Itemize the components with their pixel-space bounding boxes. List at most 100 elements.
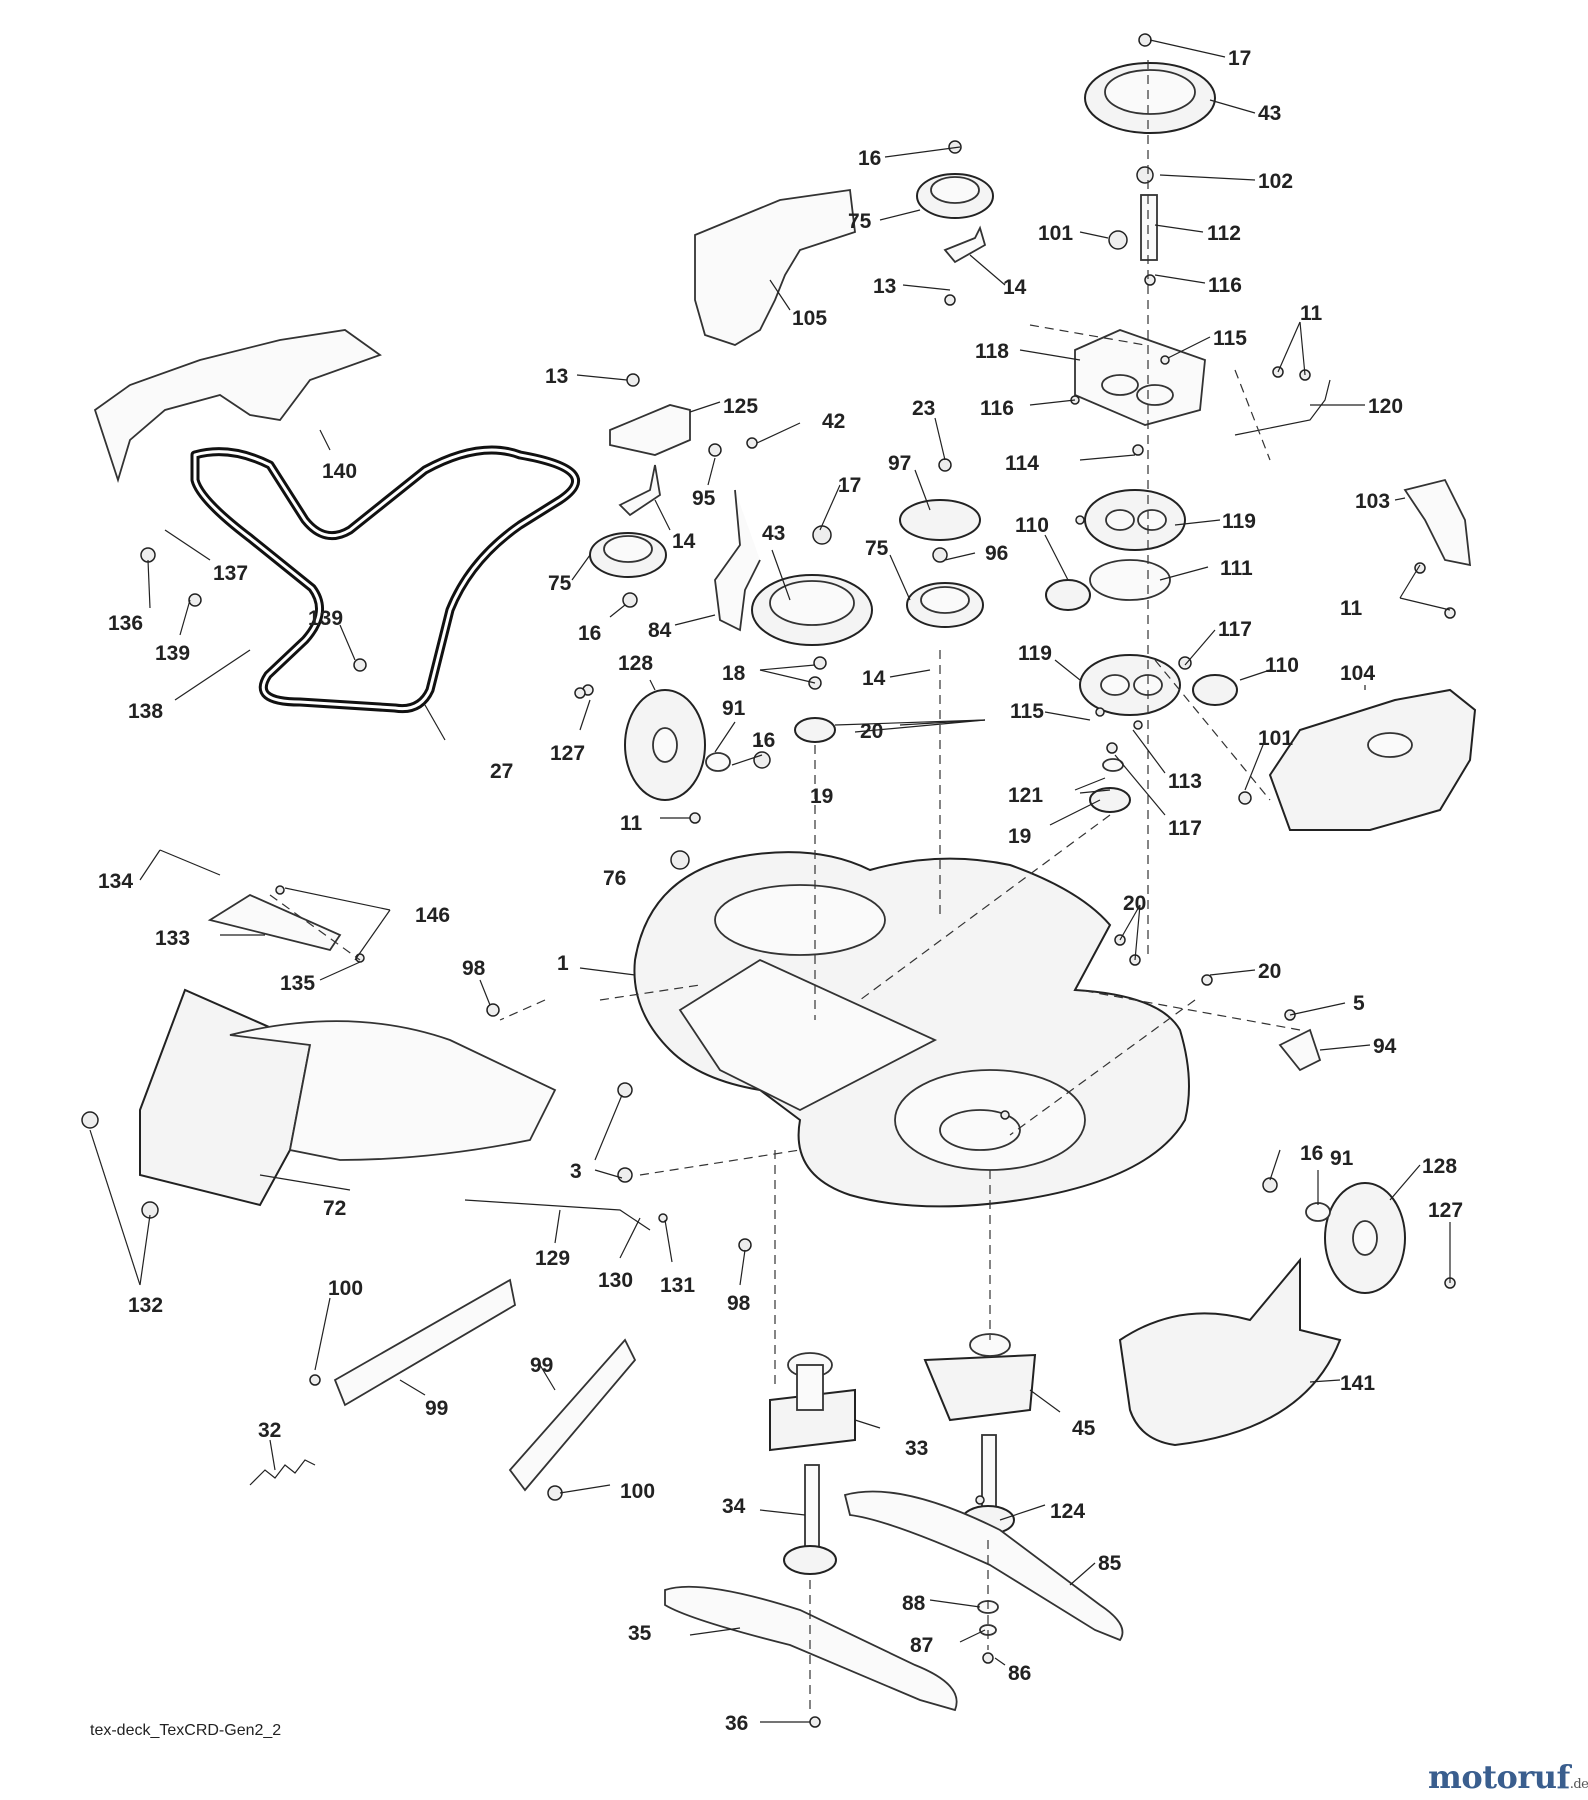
belt-cover-140 [93, 329, 382, 484]
bearing-19-left [794, 717, 836, 743]
callout-120: 120 [1368, 395, 1403, 418]
cover-103 [1403, 478, 1472, 567]
callout-128a: 128 [618, 652, 653, 675]
callout-121: 121 [1008, 784, 1043, 807]
callout-99b: 99 [530, 1354, 553, 1377]
callout-14a: 14 [1003, 276, 1027, 299]
callout-100b: 100 [620, 1480, 655, 1503]
arm-99-upper [333, 1278, 517, 1407]
callout-104: 104 [1340, 662, 1375, 685]
gearbox-plate-118 [1074, 329, 1206, 426]
callout-20c: 20 [1258, 960, 1281, 983]
callout-146: 146 [415, 904, 450, 927]
callout-103: 103 [1355, 490, 1390, 513]
callout-13a: 13 [873, 275, 896, 298]
spindle-45 [923, 1353, 1037, 1422]
gear-119-lower [1079, 654, 1181, 716]
callout-113: 113 [1168, 770, 1202, 793]
callout-117b: 117 [1168, 817, 1202, 840]
blade-35 [664, 1585, 958, 1712]
callout-136: 136 [108, 612, 143, 635]
callout-116b: 116 [980, 397, 1014, 420]
gear-119-upper [1084, 489, 1186, 551]
brand-name: motoruf [1428, 1758, 1570, 1796]
callout-3: 3 [570, 1160, 582, 1183]
idler-97 [899, 499, 981, 541]
gasket-111 [1089, 559, 1171, 601]
callout-85: 85 [1098, 1552, 1122, 1575]
spring-32 [249, 1459, 316, 1486]
callout-16d: 16 [1300, 1142, 1323, 1165]
callout-16c: 16 [752, 729, 775, 752]
callout-127a: 127 [550, 742, 585, 765]
washer-91-right [1305, 1202, 1331, 1222]
callout-17b: 17 [838, 474, 861, 497]
callout-98b: 98 [727, 1292, 751, 1315]
callout-18: 18 [722, 662, 746, 685]
callout-43b: 43 [762, 522, 785, 545]
callout-35: 35 [628, 1622, 652, 1645]
callout-129: 129 [535, 1247, 570, 1270]
assembly-lines [269, 60, 1301, 1710]
callout-14b: 14 [672, 530, 696, 553]
callout-91b: 91 [1330, 1147, 1354, 1170]
hardware [81, 33, 1456, 1728]
plate-133 [207, 893, 342, 952]
callout-115b: 115 [1010, 700, 1044, 723]
bearing-19-right [1089, 787, 1131, 813]
callout-76: 76 [603, 867, 626, 890]
callout-11c: 11 [620, 812, 643, 835]
gearbox-cover-104 [1268, 688, 1477, 831]
blade-85 [843, 1490, 1124, 1642]
callout-27: 27 [490, 760, 513, 783]
callout-127b: 127 [1428, 1199, 1463, 1222]
callout-34: 34 [722, 1495, 746, 1518]
callout-131: 131 [660, 1274, 695, 1297]
brand-suffix: .de [1569, 1777, 1588, 1792]
callout-33: 33 [905, 1437, 928, 1460]
callout-135: 135 [280, 972, 315, 995]
callout-102: 102 [1258, 170, 1293, 193]
leader-lines [89, 39, 1451, 1723]
cover-141 [1118, 1257, 1342, 1447]
callout-1: 1 [557, 952, 569, 975]
callout-84: 84 [648, 619, 672, 642]
callout-11a: 11 [1300, 302, 1323, 325]
callout-115a: 115 [1213, 327, 1247, 350]
brand-logo[interactable]: motoruf.de [1428, 1758, 1588, 1796]
callout-16b: 16 [578, 622, 601, 645]
callout-117a: 117 [1218, 618, 1252, 641]
callout-125: 125 [723, 395, 758, 418]
callout-105: 105 [792, 307, 827, 330]
callout-86: 86 [1008, 1662, 1031, 1685]
arm-99-lower [508, 1338, 637, 1492]
callout-11b: 11 [1340, 597, 1363, 620]
shaft-34 [804, 1464, 820, 1551]
rod-134 [159, 849, 221, 876]
callout-5: 5 [1353, 992, 1365, 1015]
callout-110b: 110 [1265, 654, 1299, 677]
callout-119b: 119 [1018, 642, 1052, 665]
callout-139a: 139 [308, 607, 343, 630]
callout-124: 124 [1050, 1500, 1085, 1523]
callout-97: 97 [888, 452, 911, 475]
callout-75b: 75 [548, 572, 572, 595]
rod-120 [1234, 379, 1331, 436]
spindle-33 [769, 1388, 856, 1452]
callout-32: 32 [258, 1419, 281, 1442]
callout-132: 132 [128, 1294, 163, 1317]
callout-42: 42 [822, 410, 845, 433]
callout-72: 72 [323, 1197, 346, 1220]
callout-96: 96 [985, 542, 1008, 565]
callout-133: 133 [155, 927, 190, 950]
callout-19b: 19 [1008, 825, 1031, 848]
callout-134: 134 [98, 870, 133, 893]
callout-19a: 19 [810, 785, 833, 808]
callout-111: 111 [1220, 557, 1253, 580]
callout-141: 141 [1340, 1372, 1375, 1395]
callout-116a: 116 [1208, 274, 1242, 297]
bracket-94 [1278, 1028, 1322, 1072]
callout-99a: 99 [425, 1397, 448, 1420]
callout-98a: 98 [462, 957, 486, 980]
arm-84 [714, 489, 761, 632]
